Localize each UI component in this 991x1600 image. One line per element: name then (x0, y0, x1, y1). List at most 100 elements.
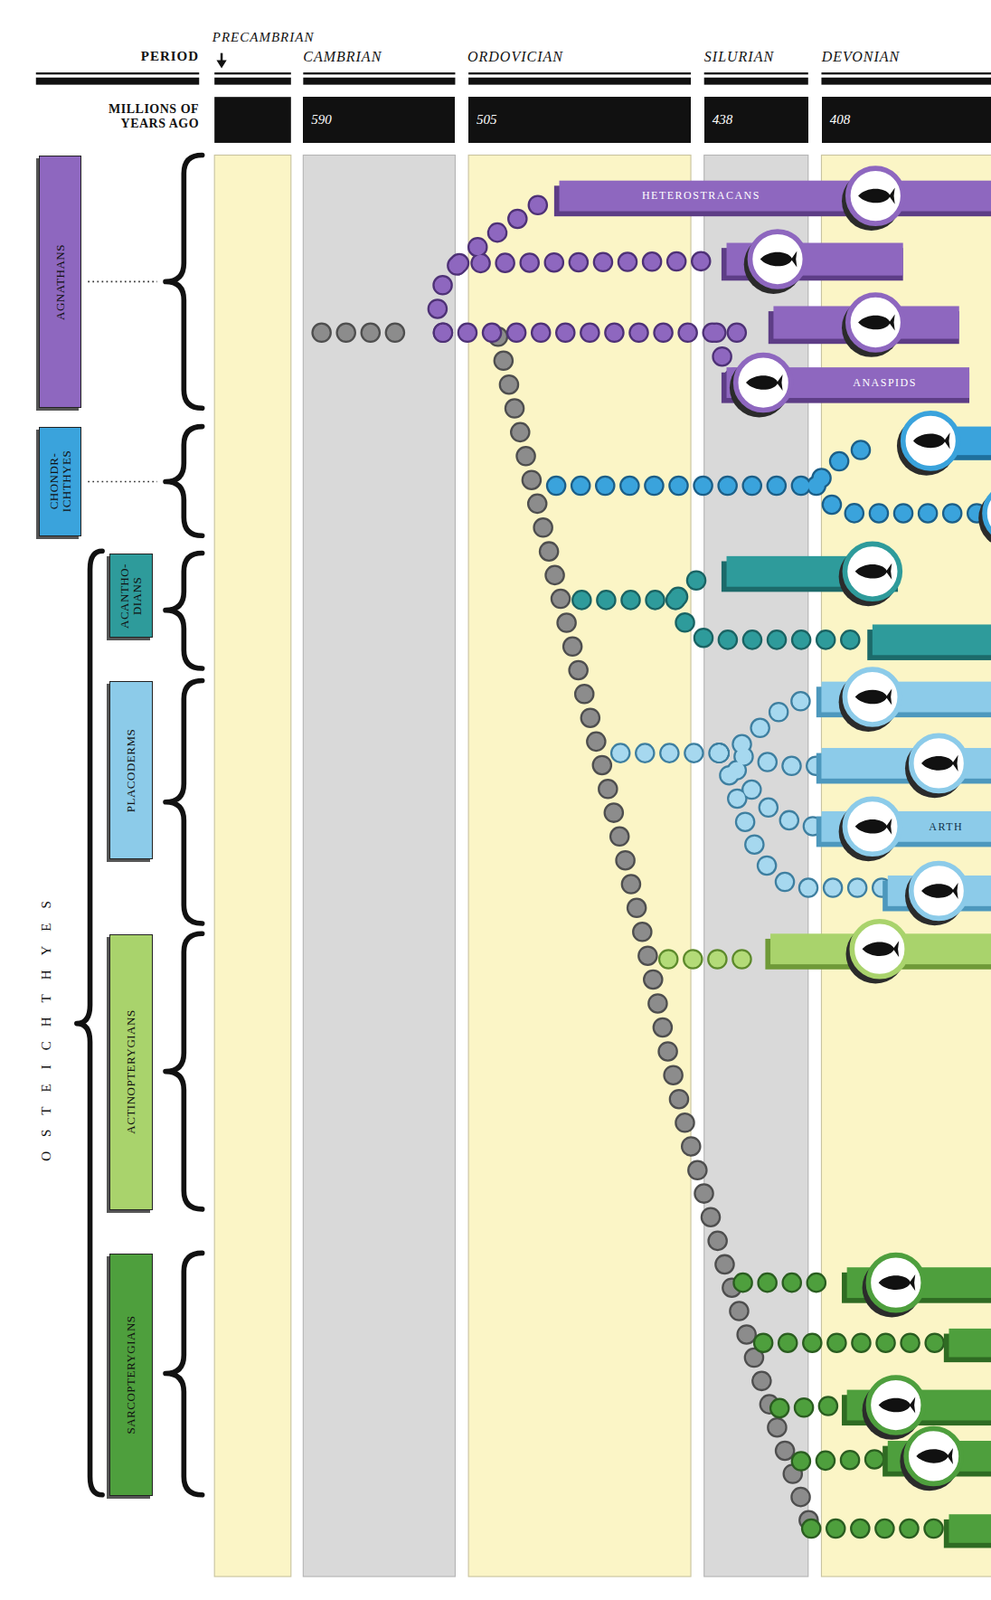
header-rule (36, 72, 991, 143)
header-rule (468, 77, 691, 85)
period-band (214, 154, 991, 1577)
fish-medallion (729, 355, 792, 418)
lineage-dots (620, 742, 719, 764)
curly-brace (165, 1252, 203, 1494)
period-name: PERIOD (56, 47, 199, 65)
taxon-name: ARTH (928, 820, 963, 834)
group-label-box: AGNATHANS (38, 155, 82, 409)
precambrian-arrow (216, 60, 227, 69)
lineage-dots (620, 698, 886, 888)
year-box: 408 (821, 96, 991, 143)
lineage-dots (811, 1519, 941, 1537)
year-number: 505 (476, 112, 498, 128)
fish-medallion (846, 921, 908, 984)
lineage-dots (321, 196, 985, 1529)
lineage-dots (743, 1282, 942, 1529)
lineage-dots (719, 698, 817, 754)
lineage-dots (763, 1331, 941, 1353)
fish-medallion (839, 669, 901, 732)
group-name: SARCOPTERYGIANS (124, 1258, 138, 1491)
lineage-dots (581, 573, 709, 600)
fish-medallion (896, 413, 959, 476)
group-name: CHONDR- ICHTHYES (47, 432, 73, 531)
group-label-box: PLACODERMS (109, 680, 154, 860)
lineage-dots (779, 1405, 839, 1408)
lineage-dots (743, 1272, 840, 1294)
period-name: SILURIAN (704, 47, 807, 66)
period-name: DEVONIAN (821, 47, 986, 66)
range-bar (554, 180, 991, 1548)
period-name: ORDOVICIAN (467, 47, 682, 66)
lineage-dots (556, 444, 878, 486)
lineage-dots (321, 322, 419, 344)
taxon-name: HETEROSTRACANS (641, 188, 761, 203)
header-rule (36, 72, 200, 75)
taxon-name: ANASPIDS (852, 376, 917, 390)
lineage-dots (459, 196, 552, 264)
fish-medallion (862, 1255, 925, 1318)
header-rule (468, 72, 691, 75)
lineage-dots (321, 332, 812, 1528)
header-rule (704, 72, 809, 75)
lineage-dots (437, 196, 756, 387)
taxon-bar: HETEROSTRACANS (559, 180, 844, 212)
range-bar (872, 623, 991, 655)
lineage-dots (437, 196, 756, 387)
lineage-dots (668, 948, 764, 970)
curly-brace (165, 426, 203, 537)
curly-brace (76, 550, 103, 1495)
group-name: PLACODERMS (124, 686, 138, 855)
lineage-dots (668, 950, 764, 967)
group-name: AGNATHANS (54, 160, 67, 404)
group-label-box: ACTINOPTERYGIANS (109, 934, 154, 1210)
leader-line (87, 281, 158, 482)
group-name: ACTINOPTERYGIANS (124, 939, 138, 1205)
range-bar (948, 1513, 991, 1543)
lineage-dots (675, 599, 866, 640)
fish-medallion (744, 231, 806, 294)
lineage-dots (816, 485, 985, 513)
header-rule (214, 77, 292, 85)
fish-medallion (841, 294, 904, 358)
fish-medallion (905, 735, 967, 798)
lineage-dots (620, 698, 886, 888)
header-rule (214, 72, 292, 75)
year-number: 438 (712, 112, 734, 128)
lineage-dots (763, 1334, 941, 1351)
fish-medallion (899, 1427, 962, 1491)
lineage-dots (321, 324, 419, 341)
precambrian-arrow (216, 53, 227, 69)
lineage-dots (719, 698, 817, 754)
lineage-dots (811, 1518, 941, 1539)
lineage-dots (459, 196, 552, 264)
lineage-dots (743, 1274, 840, 1291)
lineage-dots (801, 1458, 880, 1461)
header-rule (821, 72, 991, 75)
fish-medallion (978, 485, 991, 548)
curly-brace (165, 933, 203, 1209)
curly-brace (165, 680, 203, 925)
lineage-dots (437, 261, 705, 333)
group-name: ACANTHO- DIANS (118, 558, 143, 633)
lineage-dots (801, 1458, 880, 1461)
fish-medallion (862, 1377, 925, 1440)
header-rule (302, 77, 455, 85)
lineage-dots (556, 444, 878, 486)
header-rule (821, 77, 991, 85)
fish-medallion (841, 168, 904, 231)
year-number: 590 (311, 112, 332, 128)
curly-brace (165, 552, 203, 668)
fish-medallion (905, 862, 967, 925)
header-rule (214, 96, 292, 143)
fish-medallion (729, 168, 991, 1491)
year-number: 408 (830, 112, 851, 128)
curly-brace (76, 154, 203, 1494)
curly-brace (165, 154, 203, 408)
range-bar (559, 180, 991, 212)
lineage-dots (719, 753, 817, 827)
period-name: CAMBRIAN (302, 47, 456, 66)
axis-title: MILLIONS OF YEARS AGO (81, 102, 199, 132)
period-name: PRECAMBRIAN (212, 28, 387, 46)
lineage-dots (816, 485, 985, 513)
